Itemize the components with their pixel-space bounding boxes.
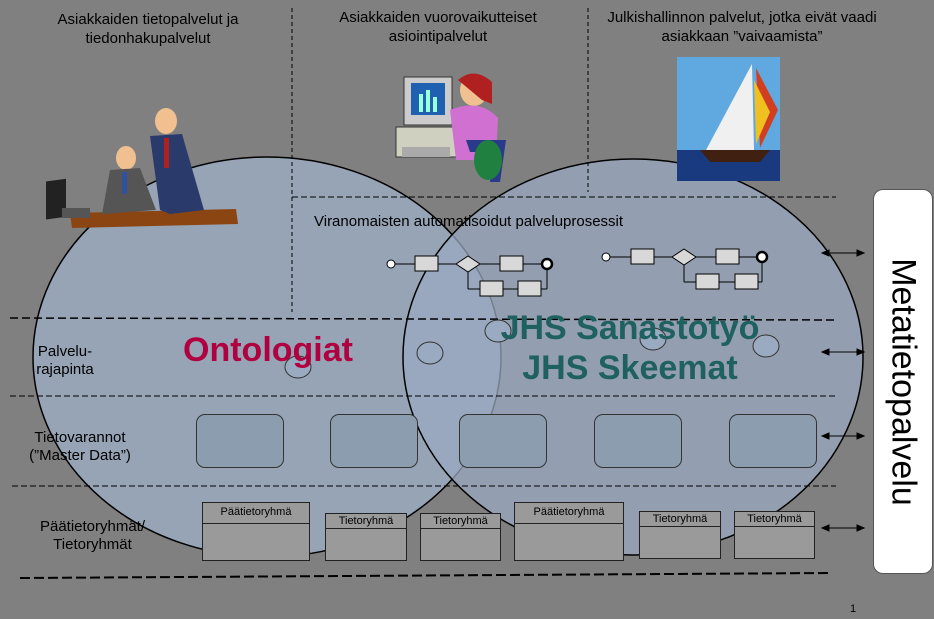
column-header-interactive-services: Asiakkaiden vuorovaikutteiset asiointipa… [339,9,537,45]
data-group-table-label: Päätietoryhmä [515,503,623,524]
data-group-table: Tietoryhmä [325,513,407,561]
metadata-service-label: Metatietopalvelu [884,257,923,506]
master-data-store [459,414,547,468]
column-header-public-services: Julkishallinnon palvelut, jotka eivät va… [607,9,877,45]
woman-at-computer-clipart [395,73,506,182]
jhs-vocabulary-label: JHS Sanastotyö [500,309,760,347]
jhs-schemas-label: JHS Skeemat [522,349,738,387]
data-group-table: Päätietoryhmä [514,502,624,561]
interface-oval [484,319,512,343]
master-data-store [594,414,682,468]
row-divider-bottom [19,572,831,579]
row-label-master-data: Tietovarannot (”Master Data”) [29,429,131,464]
process-flow-1 [386,255,554,297]
master-data-store [196,414,284,468]
interface-oval [752,334,780,358]
data-group-table: Tietoryhmä [420,513,501,561]
process-flow-2 [601,248,769,290]
metadata-service-panel: Metatietopalvelu [873,189,933,574]
interface-oval [416,341,444,365]
business-people-clipart [46,108,238,228]
metadata-arrows [820,249,866,532]
master-data-store [729,414,817,468]
master-data-store [330,414,418,468]
row-label-data-groups: Päätietoryhmät/ Tietoryhmät [39,518,146,553]
data-group-table-label: Päätietoryhmä [203,503,309,524]
data-group-table-label: Tietoryhmä [735,512,814,527]
data-group-table: Tietoryhmä [639,511,721,559]
ontologies-label: Ontologiat [183,331,353,369]
data-group-table: Tietoryhmä [734,511,815,559]
data-group-table-label: Tietoryhmä [326,514,406,529]
sailboat-photo [677,57,780,181]
process-label: Viranomaisten automatisoidut palvelupros… [314,213,624,230]
interface-oval [284,355,312,379]
data-group-table: Päätietoryhmä [202,502,310,561]
interface-oval [639,327,667,351]
row-label-interface: Palvelu-rajapinta [36,343,94,378]
data-group-table-label: Tietoryhmä [421,514,500,529]
column-header-information-services: Asiakkaiden tietopalvelut ja tiedonhakup… [57,11,239,47]
page-number: 1 [850,603,857,615]
data-group-table-label: Tietoryhmä [640,512,720,527]
row-divider-1 [9,317,837,321]
